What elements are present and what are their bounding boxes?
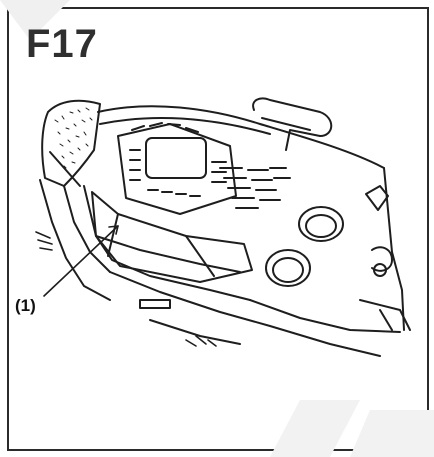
callout-leader bbox=[43, 225, 119, 297]
callout-label-1: (1) bbox=[15, 296, 36, 315]
instrument-cluster bbox=[117, 122, 237, 215]
figure-title: F17 bbox=[26, 22, 98, 66]
left-mount bbox=[35, 231, 217, 347]
cover-panel bbox=[91, 191, 253, 283]
dashboard-body bbox=[83, 105, 405, 357]
left-pillar bbox=[39, 99, 111, 301]
floor-lines bbox=[139, 299, 241, 345]
right-bracket bbox=[359, 185, 411, 331]
steering-grip bbox=[252, 97, 333, 151]
cup-holder-lower bbox=[265, 249, 311, 287]
hood-texture bbox=[54, 107, 93, 169]
cup-holder-upper bbox=[298, 206, 344, 242]
switch-bank bbox=[219, 167, 291, 209]
